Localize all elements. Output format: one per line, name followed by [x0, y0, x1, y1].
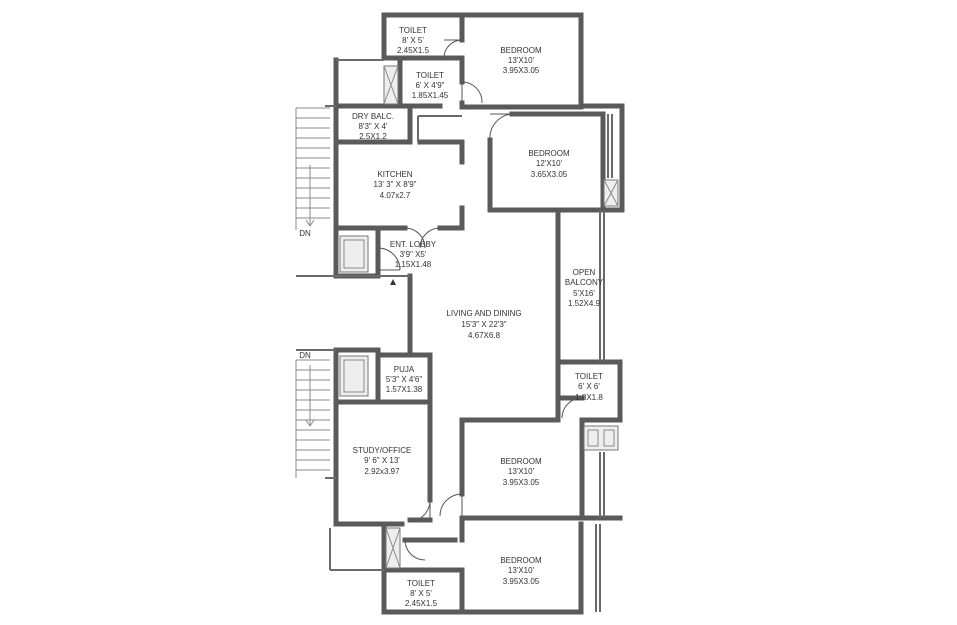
room-dim-metric: 3.95X3.05 [503, 577, 540, 586]
room-toilet-bottom: TOILET 8' X 5' 2.45X1.5 [405, 579, 438, 608]
duct-shafts [339, 65, 619, 569]
room-bedroom-top: BEDROOM 13'X10' 3.95X3.05 [500, 46, 542, 75]
room-dim-metric: 3.65X3.05 [531, 170, 568, 179]
room-dim-imperial: 5'X16' [573, 289, 595, 298]
room-name: TOILET [407, 579, 435, 588]
room-puja: PUJA 5'3" X 4'6" 1.57X1.38 [386, 365, 423, 394]
room-dim-metric: 1.57X1.38 [386, 385, 423, 394]
room-living-dining: LIVING AND DINING 15'3" X 22'3" 4.67X6.8 [446, 309, 521, 340]
room-toilet-top: TOILET 8' X 5' 2.45X1.5 [397, 26, 430, 55]
room-name: KITCHEN [377, 170, 412, 179]
room-dim-metric: 1.85X1.45 [412, 91, 449, 100]
room-dim-metric: 2.92x3.97 [364, 467, 400, 476]
room-name-line2: BALCONY [565, 278, 604, 287]
room-name: BEDROOM [528, 149, 570, 158]
room-name-line1: OPEN [573, 268, 596, 277]
room-open-balcony: OPEN BALCONY 5'X16' 1.52X4.9 [565, 268, 604, 308]
room-dim-imperial: 13'X10' [508, 566, 535, 575]
window-lines [296, 59, 613, 612]
room-name: BEDROOM [500, 457, 542, 466]
room-dim-metric: 3.95X3.05 [503, 66, 540, 75]
room-dim-imperial: 12'X10' [536, 159, 563, 168]
room-dim-metric: 3.95X3.05 [503, 478, 540, 487]
room-dim-metric: 1.52X4.9 [568, 299, 601, 308]
room-name: TOILET [416, 71, 444, 80]
room-dim-metric: 1.8X1.8 [575, 393, 603, 402]
room-dim-imperial: 13'X10' [508, 56, 535, 65]
room-dim-imperial: 13' 3" X 8'9" [374, 180, 417, 189]
room-bedroom-lower-mid: BEDROOM 13'X10' 3.95X3.05 [500, 457, 542, 487]
room-dim-metric: 4.07x2.7 [380, 191, 411, 200]
stairs-dn-lower-label: DN [299, 351, 311, 360]
room-dim-imperial: 5'3" X 4'6" [386, 375, 422, 384]
room-dim-imperial: 3'9" X5' [400, 250, 427, 259]
room-dim-imperial: 6' X 6' [578, 382, 600, 391]
room-name: TOILET [399, 26, 427, 35]
room-dim-metric: 2.45X1.5 [397, 46, 430, 55]
room-dim-metric: 2.5X1.2 [359, 132, 387, 141]
room-toilet-right: TOILET 6' X 6' 1.8X1.8 [575, 372, 603, 402]
room-name: DRY BALC. [352, 112, 394, 121]
room-name: PUJA [394, 365, 415, 374]
room-dim-metric: 4.67X6.8 [468, 331, 501, 340]
room-dim-metric: 1.15X1.48 [395, 260, 432, 269]
room-name: ENT. LOBBY [390, 240, 437, 249]
room-kitchen: KITCHEN 13' 3" X 8'9" 4.07x2.7 [374, 170, 417, 200]
room-dim-imperial: 8' X 5' [410, 589, 432, 598]
room-name: LIVING AND DINING [446, 309, 521, 318]
walls [333, 12, 625, 615]
room-dim-metric: 2.45X1.5 [405, 599, 438, 608]
room-dim-imperial: 8'3" X 4' [358, 122, 387, 131]
entrance-arrow-icon [390, 279, 396, 285]
room-bedroom-upper-right: BEDROOM 12'X10' 3.65X3.05 [528, 149, 570, 179]
room-bedroom-bottom: BEDROOM 13'X10' 3.95X3.05 [500, 556, 542, 586]
room-dim-imperial: 8' X 5' [402, 36, 424, 45]
stairs-lower [295, 359, 330, 478]
room-toilet-top-small: TOILET 6' X 4'9" 1.85X1.45 [412, 71, 449, 100]
stairs-dn-upper-label: DN [299, 229, 311, 238]
room-name: BEDROOM [500, 46, 542, 55]
room-name: STUDY/OFFICE [353, 446, 412, 455]
room-dry-balcony: DRY BALC. 8'3" X 4' 2.5X1.2 [352, 112, 394, 141]
room-dim-imperial: 13'X10' [508, 467, 535, 476]
room-dim-imperial: 6' X 4'9" [415, 81, 444, 90]
room-dim-imperial: 9' 6" X 13' [364, 456, 400, 465]
room-dim-imperial: 15'3" X 22'3" [461, 320, 506, 329]
room-study-office: STUDY/OFFICE 9' 6" X 13' 2.92x3.97 [353, 446, 412, 476]
room-name: BEDROOM [500, 556, 542, 565]
room-ent-lobby: ENT. LOBBY 3'9" X5' 1.15X1.48 [390, 240, 437, 269]
door-swings [377, 39, 583, 561]
room-name: TOILET [575, 372, 603, 381]
stairs-upper [295, 107, 330, 230]
